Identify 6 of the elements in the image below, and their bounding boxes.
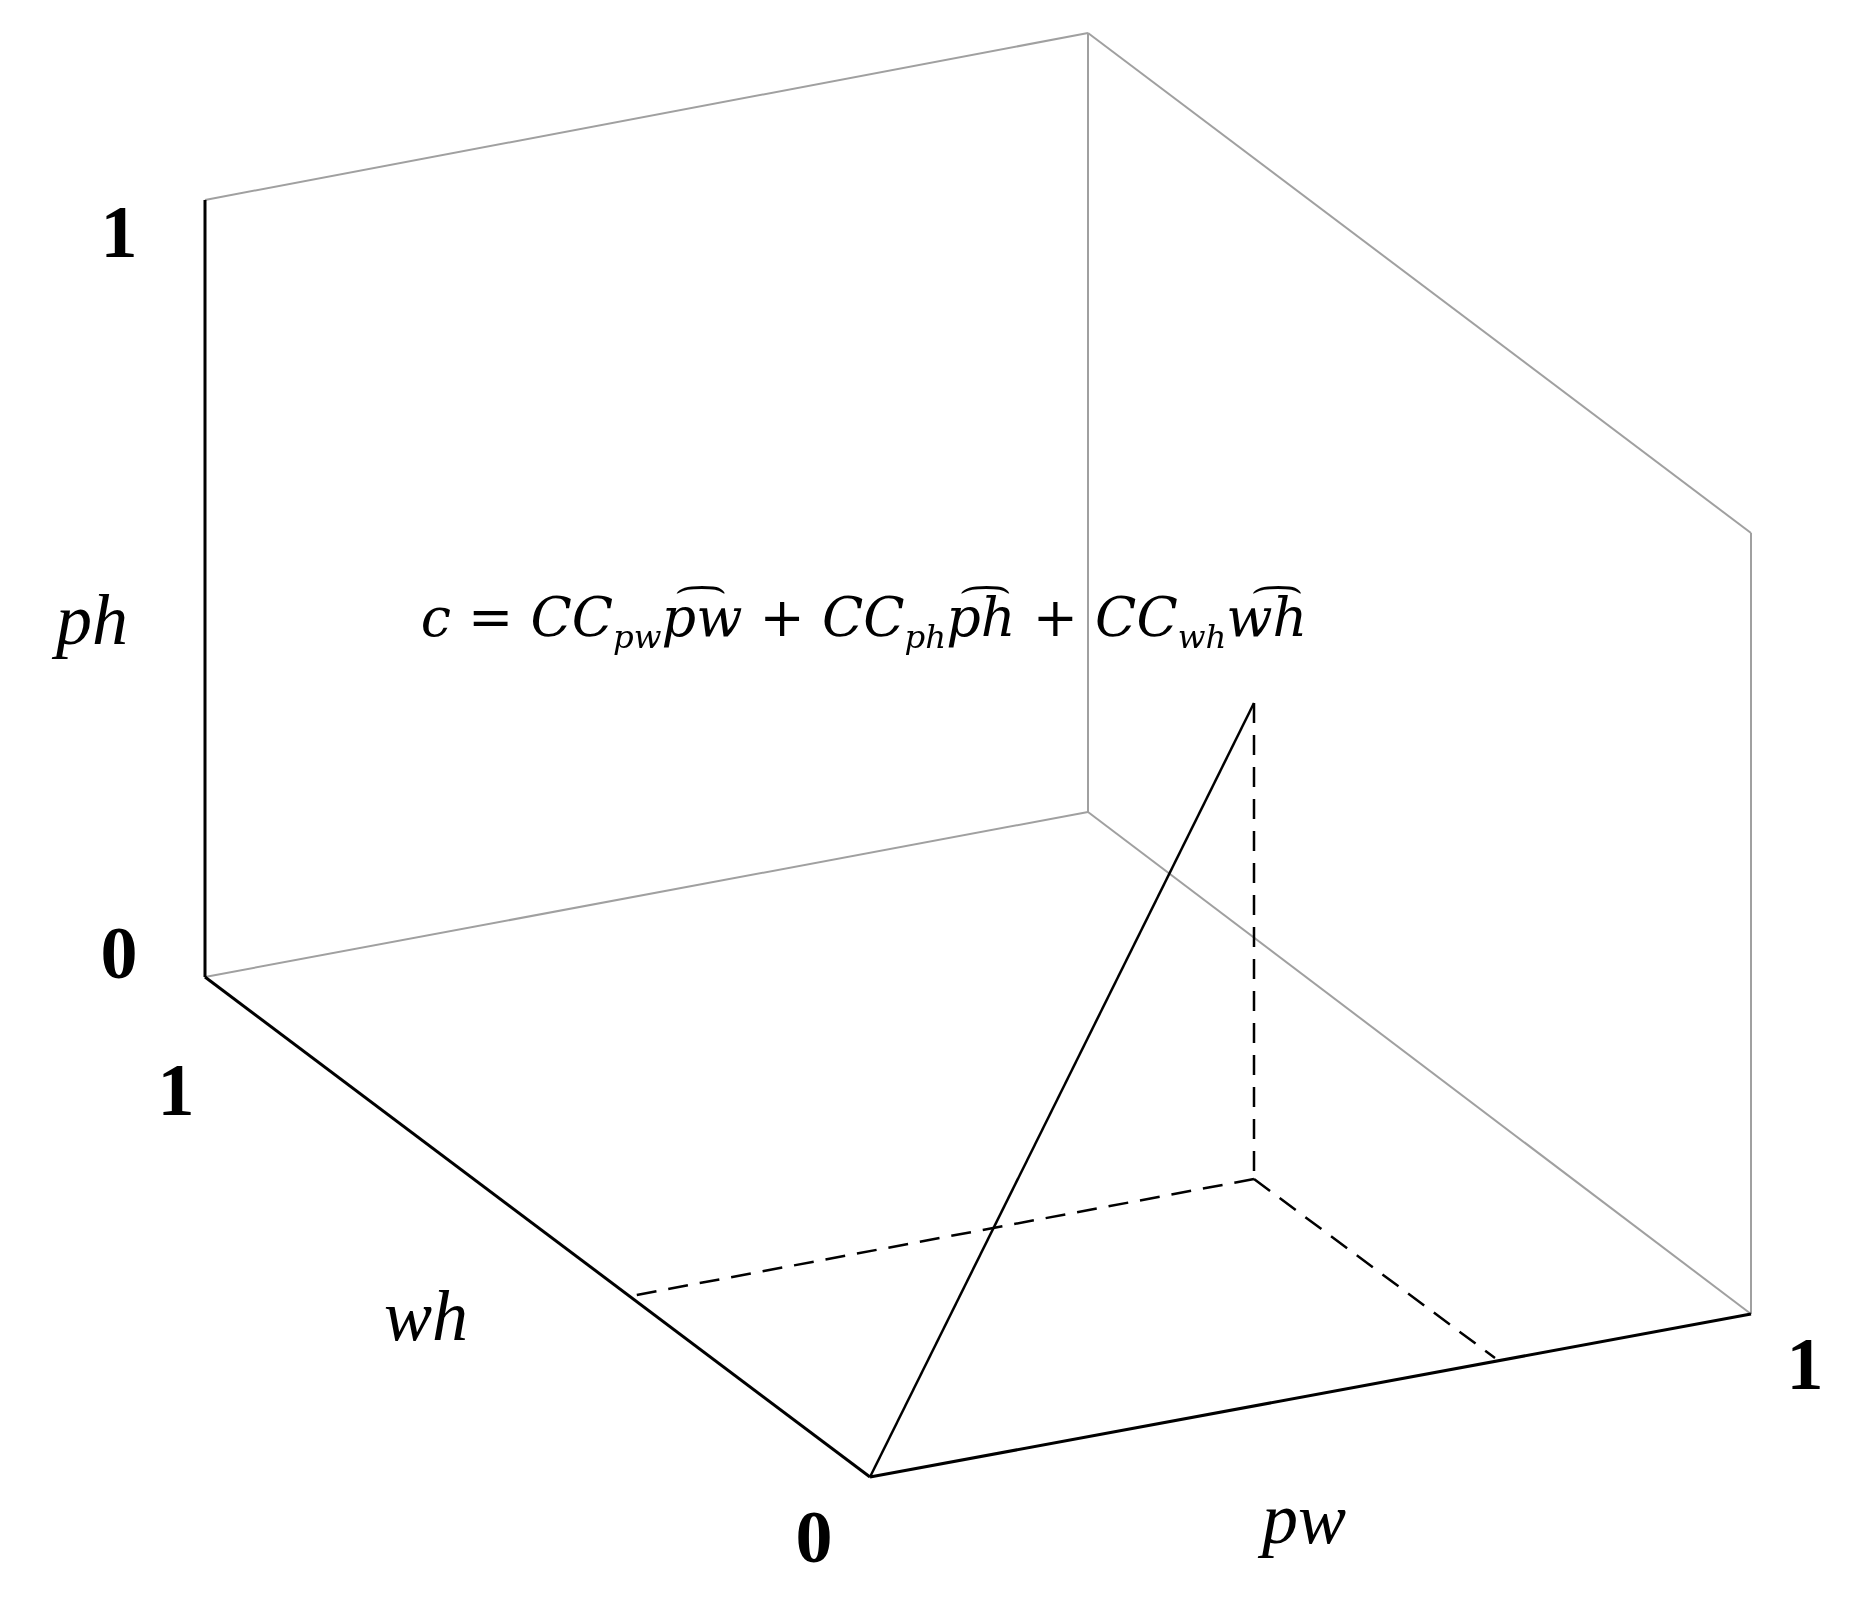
tick-label: 0 — [100, 916, 138, 990]
axis-label: wh — [384, 1280, 468, 1352]
tick-label: 1 — [157, 1053, 195, 1127]
tick-label: 1 — [100, 195, 138, 269]
tick-label: 1 — [1786, 1327, 1824, 1401]
tick-label: 0 — [795, 1500, 833, 1574]
